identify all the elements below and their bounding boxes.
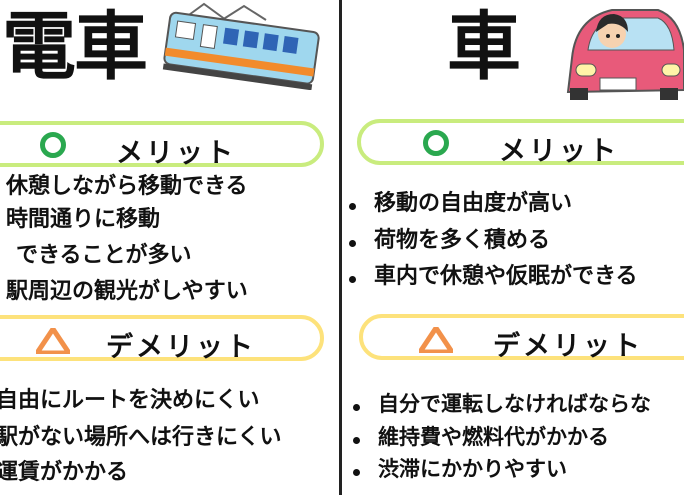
car-merit-label: メリット (499, 136, 619, 167)
train-demerit-item: 駅がない場所へは行きにくい (0, 425, 282, 450)
circle-icon (40, 132, 66, 158)
bullet-icon (353, 404, 360, 411)
bullet-icon (353, 469, 360, 476)
car-merit-item: 荷物を多く積める (374, 228, 551, 253)
bullet-icon (349, 203, 356, 210)
bullet-icon (349, 240, 356, 247)
car-demerit-item: 維持費や燃料代がかかる (378, 425, 609, 449)
train-title: 電車 (2, 4, 148, 90)
train-illustration (162, 2, 320, 90)
car-demerit-header: デメリット (359, 314, 684, 362)
train-demerit-header: デメリット (0, 315, 324, 363)
column-divider (339, 0, 342, 495)
triangle-icon (36, 328, 70, 354)
car-merit-header: メリット (357, 119, 684, 167)
train-demerit-label: デメリット (106, 332, 256, 363)
car-demerit-item: 渋滞にかかりやすい (378, 457, 567, 481)
train-demerit-item: 運賃がかかる (0, 460, 129, 485)
car-demerit-label: デメリット (493, 331, 643, 362)
car-merit-item: 移動の自由度が高い (374, 191, 573, 216)
train-merit-header: メリット (0, 121, 324, 169)
car-title: 車 (447, 4, 521, 90)
train-merit-item: 時間通りに移動 (6, 207, 161, 232)
train-merit-label: メリット (116, 138, 236, 169)
circle-icon (423, 130, 449, 156)
bullet-icon (353, 437, 360, 444)
train-merit-item: できることが多い (16, 243, 192, 268)
car-merit-item: 車内で休憩や仮眠ができる (374, 264, 638, 289)
train-merit-item: 休憩しながら移動できる (6, 174, 248, 199)
triangle-icon (419, 327, 453, 353)
bullet-icon (349, 276, 356, 283)
train-demerit-item: 自由にルートを決めにくい (0, 388, 260, 413)
car-demerit-item: 自分で運転しなければならな (378, 392, 651, 416)
train-merit-item: 駅周辺の観光がしやすい (6, 279, 248, 304)
car-illustration (566, 9, 684, 100)
